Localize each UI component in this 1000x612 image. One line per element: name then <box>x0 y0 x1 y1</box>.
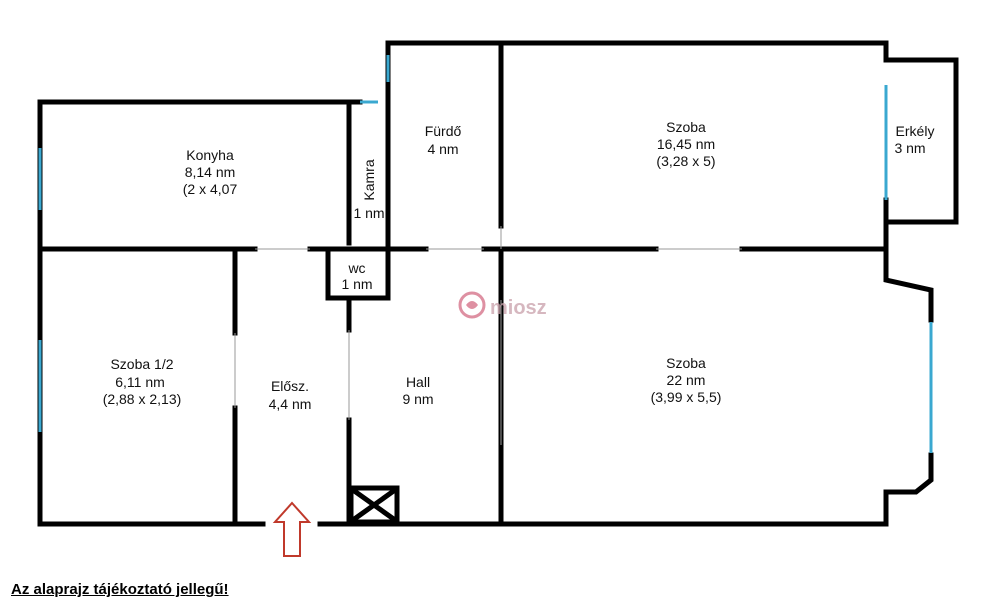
watermark: miosz <box>458 291 547 319</box>
room-dims: (3,99 x 5,5) <box>651 389 722 405</box>
room-area: 1 nm <box>341 276 372 292</box>
room-eloszoba: Elősz. 4,4 nm <box>269 378 312 412</box>
room-area: 4,4 nm <box>269 396 312 412</box>
room-szoba-half: Szoba 1/2 6,11 nm (2,88 x 2,13) <box>103 356 182 407</box>
door-openings <box>234 226 742 445</box>
room-area: 22 nm <box>667 372 706 388</box>
room-dims: (2 x 4,07 <box>183 181 238 197</box>
entry-arrow <box>272 501 312 557</box>
room-area: 8,14 nm <box>185 164 236 180</box>
room-wc: wc 1 nm <box>341 260 372 292</box>
room-area: 16,45 nm <box>657 136 715 152</box>
room-hall: Hall 9 nm <box>402 374 433 407</box>
room-name: wc <box>347 260 365 276</box>
room-name: Hall <box>406 374 430 390</box>
room-dims: (2,88 x 2,13) <box>103 391 182 407</box>
room-area: 4 nm <box>427 141 458 157</box>
windows <box>38 55 933 453</box>
room-name: Konyha <box>186 147 234 163</box>
room-name: Fürdő <box>425 123 462 139</box>
room-name: Erkély <box>896 123 935 139</box>
watermark-text: miosz <box>490 297 547 319</box>
room-area: 6,11 nm <box>115 374 165 390</box>
walls <box>37 40 959 527</box>
room-name: Kamra <box>361 159 377 200</box>
room-name: Szoba <box>666 119 706 135</box>
room-name: Szoba <box>666 355 706 371</box>
room-szoba-1: Szoba 16,45 nm (3,28 x 5) <box>656 119 715 169</box>
room-dims: (3,28 x 5) <box>656 153 715 169</box>
room-erkely: Erkély 3 nm <box>894 123 934 156</box>
disclaimer-note: Az alaprajz tájékoztató jellegű! <box>11 581 229 598</box>
room-name: Elősz. <box>271 378 309 394</box>
room-area: 3 nm <box>894 140 925 156</box>
room-konyha: Konyha 8,14 nm (2 x 4,07 <box>183 147 238 197</box>
room-name: Szoba 1/2 <box>110 356 173 372</box>
room-furdo: Fürdő 4 nm <box>425 123 462 157</box>
room-area: 9 nm <box>402 391 433 407</box>
room-kamra: Kamra 1 nm <box>353 159 384 221</box>
room-szoba-2: Szoba 22 nm (3,99 x 5,5) <box>651 355 722 405</box>
room-area: 1 nm <box>353 205 384 221</box>
